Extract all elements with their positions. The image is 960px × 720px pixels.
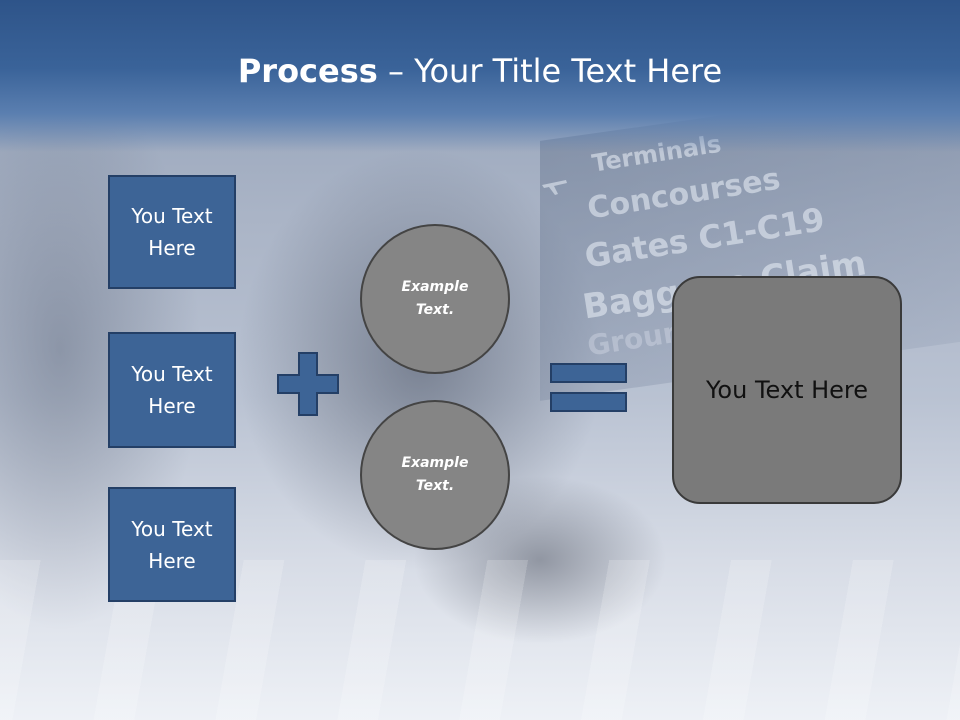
text-box-1[interactable]: You Text Here — [108, 175, 236, 289]
result-label: You Text Here — [705, 376, 869, 404]
slide-title: Process – Your Title Text Here — [0, 52, 960, 90]
text-box-label: You Text Here — [131, 362, 213, 418]
text-box-label: You Text Here — [131, 516, 213, 573]
text-box-3[interactable]: You Text Here — [108, 487, 236, 602]
example-circle-1[interactable]: Example Text. — [360, 224, 510, 374]
result-box[interactable]: You Text Here — [672, 276, 902, 504]
text-box-label: You Text Here — [131, 204, 213, 260]
airplane-icon — [542, 180, 567, 195]
circle-label: Example Text. — [401, 279, 469, 318]
equals-bar-bottom — [550, 392, 627, 412]
text-box-2[interactable]: You Text Here — [108, 332, 236, 448]
example-circle-2[interactable]: Example Text. — [360, 400, 510, 550]
equals-bar-top — [550, 363, 627, 383]
circle-label: Example Text. — [401, 455, 469, 494]
plus-icon — [277, 352, 339, 416]
title-bold: Process — [237, 52, 378, 90]
header-band — [0, 0, 960, 152]
title-rest: – Your Title Text Here — [377, 52, 723, 90]
